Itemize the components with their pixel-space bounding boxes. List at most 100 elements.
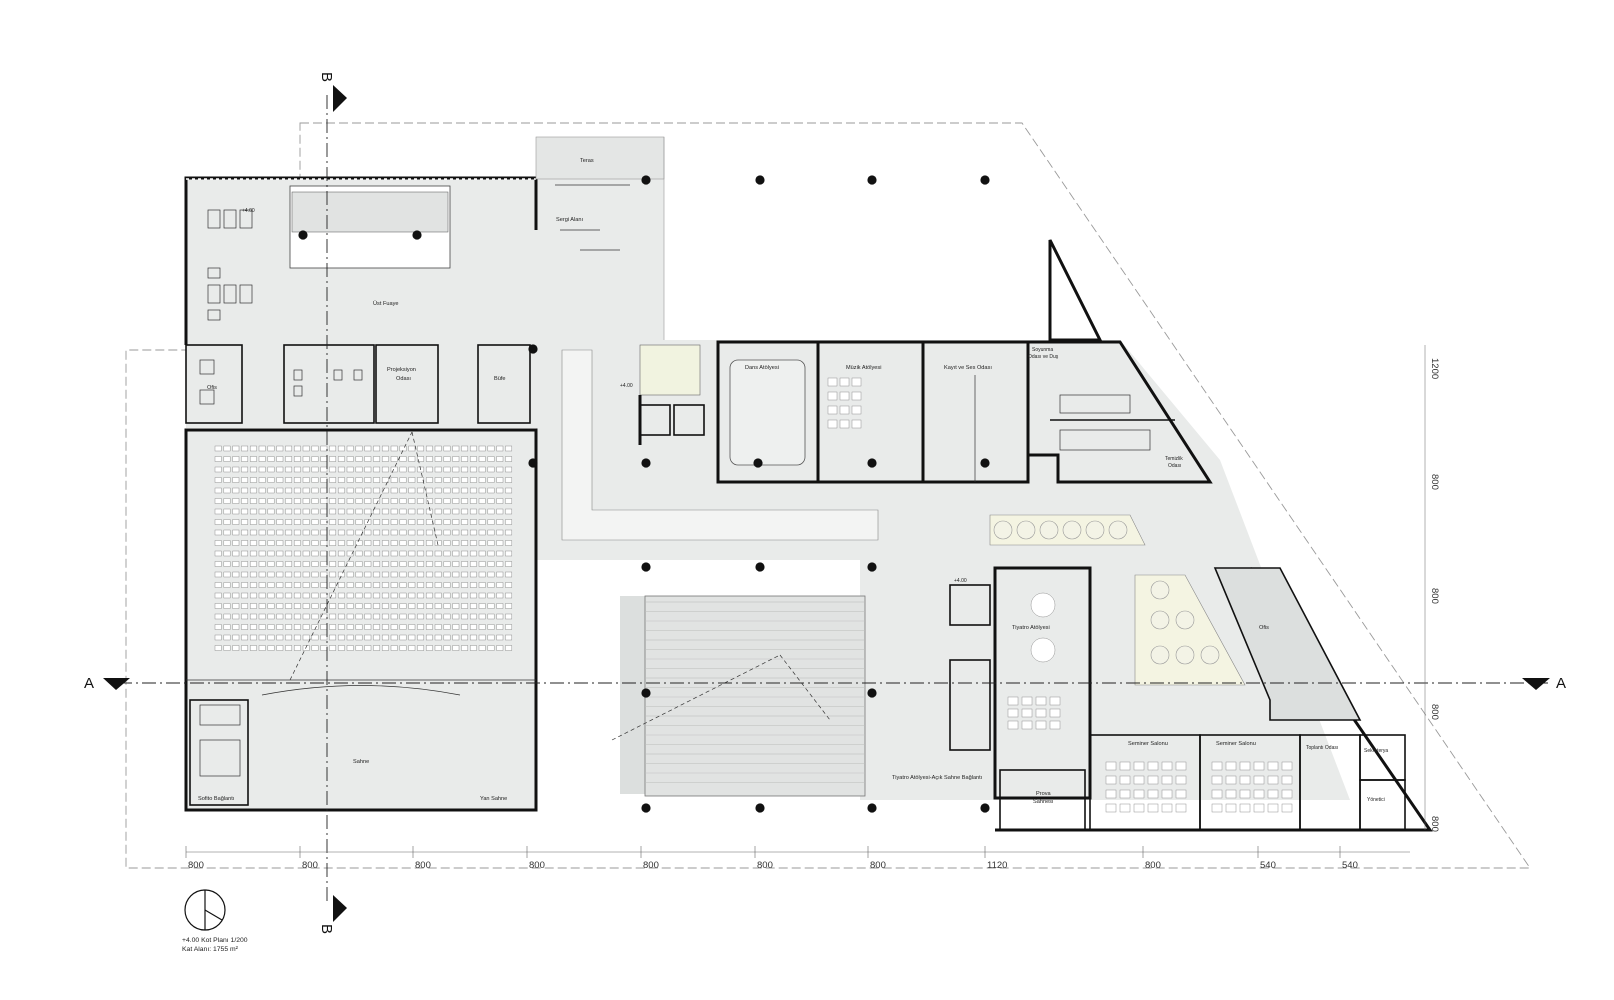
- seat: [232, 508, 240, 515]
- seat: [469, 456, 477, 462]
- dimension-label: 540: [1342, 860, 1358, 871]
- seat: [381, 571, 389, 578]
- seat: [241, 466, 249, 473]
- section-mark-b-top: B: [318, 72, 335, 82]
- seminar-desk: [1105, 803, 1117, 813]
- seat: [505, 613, 513, 620]
- seat: [417, 582, 425, 588]
- seat: [258, 571, 266, 578]
- seat: [399, 624, 407, 630]
- seat: [293, 571, 301, 578]
- seat: [267, 624, 275, 630]
- seat: [408, 634, 416, 641]
- seat: [302, 561, 310, 567]
- seat: [241, 624, 249, 630]
- seat: [241, 603, 249, 609]
- seat: [355, 645, 363, 651]
- seat: [355, 624, 363, 630]
- dimension-label: 1120: [987, 860, 1007, 871]
- seat: [399, 561, 407, 567]
- seat: [487, 445, 495, 452]
- seat: [425, 529, 433, 536]
- seat: [496, 645, 504, 651]
- seat: [417, 519, 425, 525]
- seat: [337, 571, 345, 578]
- seat: [390, 624, 398, 630]
- seat: [417, 540, 425, 546]
- seat: [320, 540, 328, 546]
- seat: [285, 603, 293, 609]
- seat: [346, 592, 354, 599]
- seat: [452, 487, 460, 494]
- seat: [478, 445, 486, 452]
- seat: [390, 634, 398, 641]
- seat: [452, 645, 460, 651]
- music-desk: [827, 405, 838, 415]
- music-desk: [827, 419, 838, 429]
- seat: [425, 466, 433, 473]
- seat: [373, 613, 381, 620]
- seat: [399, 603, 407, 609]
- seat: [399, 477, 407, 483]
- seat: [443, 561, 451, 567]
- seat: [399, 550, 407, 557]
- seat: [320, 582, 328, 588]
- seat: [425, 550, 433, 557]
- seat: [355, 519, 363, 525]
- seat: [337, 645, 345, 651]
- seat: [214, 466, 222, 473]
- seat: [399, 445, 407, 452]
- seat: [302, 529, 310, 536]
- seat: [381, 645, 389, 651]
- seat: [241, 645, 249, 651]
- label-sahne: Sahne: [353, 759, 369, 765]
- seat: [214, 634, 222, 641]
- seat: [505, 592, 513, 599]
- seat: [452, 508, 460, 515]
- seat: [329, 571, 337, 578]
- seat: [311, 508, 319, 515]
- seat: [276, 624, 284, 630]
- seat: [434, 487, 442, 494]
- seat: [285, 477, 293, 483]
- seat: [355, 571, 363, 578]
- seat: [337, 603, 345, 609]
- seat: [373, 508, 381, 515]
- seat: [505, 540, 513, 546]
- seat: [496, 550, 504, 557]
- seat: [293, 603, 301, 609]
- seat: [346, 519, 354, 525]
- seat: [267, 645, 275, 651]
- seminar-desk: [1211, 761, 1223, 771]
- seat: [249, 540, 257, 546]
- seat: [452, 445, 460, 452]
- seat: [461, 603, 469, 609]
- seat: [496, 613, 504, 620]
- label-ust-fuaye: Üst Fuaye: [373, 300, 399, 307]
- seminar-desk: [1175, 775, 1187, 785]
- seat: [241, 519, 249, 525]
- seat: [276, 592, 284, 599]
- seat: [276, 613, 284, 620]
- planter-strip: [989, 514, 1146, 546]
- seat: [276, 645, 284, 651]
- seat: [285, 645, 293, 651]
- seat: [302, 634, 310, 641]
- seat: [214, 445, 222, 452]
- seat: [487, 456, 495, 462]
- seat: [461, 624, 469, 630]
- seat: [258, 613, 266, 620]
- seat: [452, 519, 460, 525]
- seat: [232, 561, 240, 567]
- section-mark-a-left: A: [84, 675, 94, 692]
- seat: [505, 456, 513, 462]
- seat: [399, 498, 407, 504]
- seat: [417, 445, 425, 452]
- seat: [417, 550, 425, 557]
- seat: [346, 445, 354, 452]
- seat: [320, 603, 328, 609]
- seat: [487, 603, 495, 609]
- seat: [311, 466, 319, 473]
- seat: [434, 571, 442, 578]
